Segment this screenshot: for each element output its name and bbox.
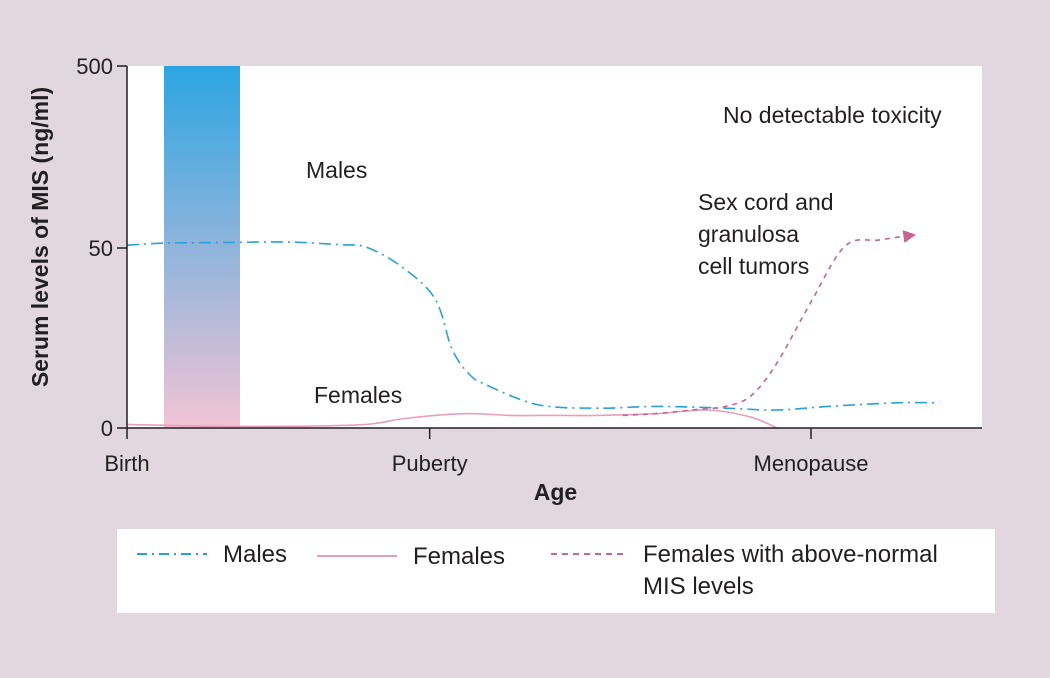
legend-label-above-normal: Females with above-normal MIS levels <box>643 539 1003 603</box>
legend-swatch-females <box>317 555 397 557</box>
series-line-females <box>126 409 778 429</box>
legend: Males Females Females with above-normal … <box>117 529 995 613</box>
annotation-tumors-line1: Sex cord and <box>698 189 834 215</box>
x-tick-label: Menopause <box>754 451 869 476</box>
annotation-females: Females <box>314 382 402 408</box>
legend-item-above-normal: Females with above-normal MIS levels <box>551 539 1003 603</box>
x-axis-title: Age <box>534 479 577 505</box>
y-tick-label: 500 <box>76 54 113 79</box>
x-tick-label: Puberty <box>392 451 468 476</box>
annotation-tumors-line2: granulosa <box>698 221 799 247</box>
plot-area <box>127 66 982 428</box>
highlight-band <box>164 66 240 428</box>
y-axis-title: Serum levels of MIS (ng/ml) <box>27 87 53 387</box>
legend-swatch-males <box>137 553 207 555</box>
legend-item-females: Females <box>317 541 505 573</box>
series-line-males <box>126 241 940 411</box>
x-tick-label: Birth <box>104 451 149 476</box>
legend-label-males: Males <box>223 541 288 568</box>
annotation-males: Males <box>306 157 367 183</box>
legend-label-above-line2: MIS levels <box>643 573 754 600</box>
y-tick-label: 50 <box>89 236 113 261</box>
legend-item-males: Males <box>137 539 287 571</box>
legend-swatch-above-normal <box>551 553 627 555</box>
y-tick-label: 0 <box>101 416 113 441</box>
annotation-toxicity: No detectable toxicity <box>723 102 942 128</box>
series-line-females-with-above-normal-mis-levels <box>622 230 917 417</box>
legend-label-females: Females <box>413 543 506 570</box>
legend-label-above-line1: Females with above-normal <box>643 541 938 568</box>
annotation-tumors-line3: cell tumors <box>698 253 809 279</box>
